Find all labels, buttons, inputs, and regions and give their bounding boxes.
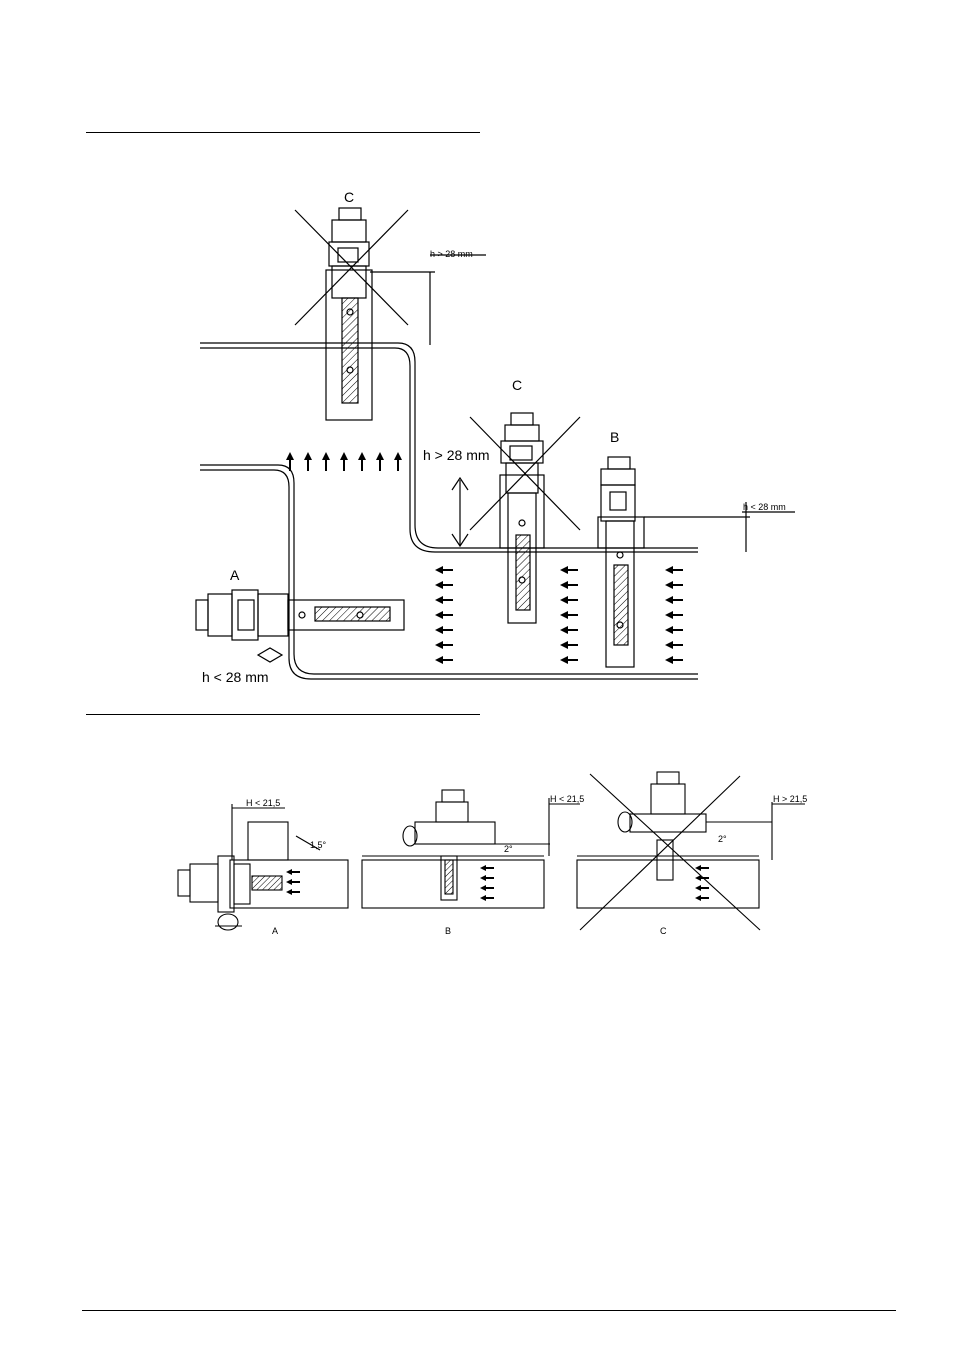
tee-b — [362, 790, 580, 908]
sensor-c-middle — [452, 413, 580, 623]
footer-divider — [82, 1310, 896, 1311]
tee-c — [577, 772, 805, 930]
label-c-top: C — [344, 189, 354, 205]
sensor-a — [196, 590, 404, 662]
dim-label-b: H < 21,5 — [550, 794, 584, 804]
middle-divider — [86, 714, 480, 715]
sensor-b — [598, 457, 795, 667]
label-a: A — [230, 567, 240, 583]
pipe-tee-installation-diagram: A H < 21,5 1,5° B H < 21,5 2° C H > 21,5… — [160, 760, 820, 950]
label-c-middle: C — [512, 377, 522, 393]
flow-arrows-left — [435, 566, 683, 664]
label-c: C — [660, 926, 667, 936]
sensor-c-top — [295, 208, 486, 420]
dim-label-c: H > 21,5 — [773, 794, 807, 804]
angle-label-c: 2° — [718, 834, 727, 844]
sensor-installation-diagram: C h > 28 mm C B h > 28 mm h < 28 mm A h … — [190, 180, 810, 700]
angle-label-a: 1,5° — [310, 840, 327, 850]
angle-label-b: 2° — [504, 844, 513, 854]
flow-arrows-fig2 — [286, 865, 709, 901]
dim-label-right: h < 28 mm — [743, 502, 786, 512]
label-b: B — [445, 926, 451, 936]
dim-label-a: h < 28 mm — [202, 669, 269, 685]
top-divider — [86, 132, 480, 133]
label-a: A — [272, 926, 278, 936]
tee-a — [178, 804, 348, 930]
dim-label-a: H < 21,5 — [246, 798, 280, 808]
dim-label-top: h > 28 mm — [430, 249, 473, 259]
flow-arrows-up — [286, 452, 402, 471]
dim-label-middle: h > 28 mm — [423, 447, 490, 463]
label-b: B — [610, 429, 619, 445]
